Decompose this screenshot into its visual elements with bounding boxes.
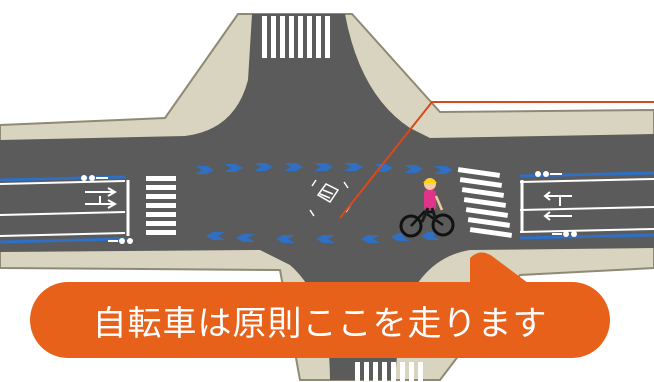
bike-route-chevrons-eastbound <box>195 163 453 174</box>
cyclist-icon <box>399 178 455 238</box>
crosswalk-bottom <box>355 362 423 382</box>
crosswalk-left <box>146 176 176 235</box>
bike-lane-edge <box>0 237 126 244</box>
callout-bubble <box>30 282 610 358</box>
callout-text: 自転車は原則ここを走ります <box>92 303 548 344</box>
bicycle-lane-mark-icon <box>81 171 577 244</box>
lane-arrow-icon <box>85 187 572 221</box>
crosswalk-right <box>457 167 513 238</box>
bike-lane-edge <box>519 171 654 178</box>
intersection-center-marks <box>309 179 351 217</box>
crosswalk-top <box>262 16 330 58</box>
pointer-line <box>339 101 654 219</box>
bike-route-chevrons-westbound <box>206 232 440 243</box>
bike-lane-edge <box>519 233 654 240</box>
lane-lines <box>0 178 654 237</box>
